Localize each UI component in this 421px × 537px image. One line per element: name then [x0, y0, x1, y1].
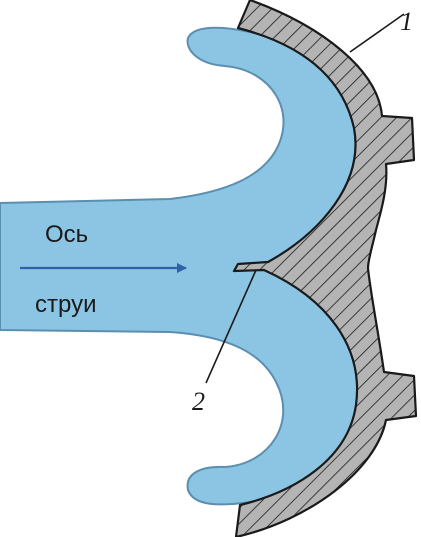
jet-axis-label-line2: струи: [35, 291, 96, 318]
callout-2-leader: [205, 269, 257, 384]
callout-2-label: 2: [192, 387, 205, 416]
jet-axis-label-line1: Ось: [45, 221, 88, 248]
callout-1-label: 1: [400, 7, 413, 36]
bucket-casing: [232, 0, 418, 537]
callout-1-leader: [349, 13, 405, 53]
